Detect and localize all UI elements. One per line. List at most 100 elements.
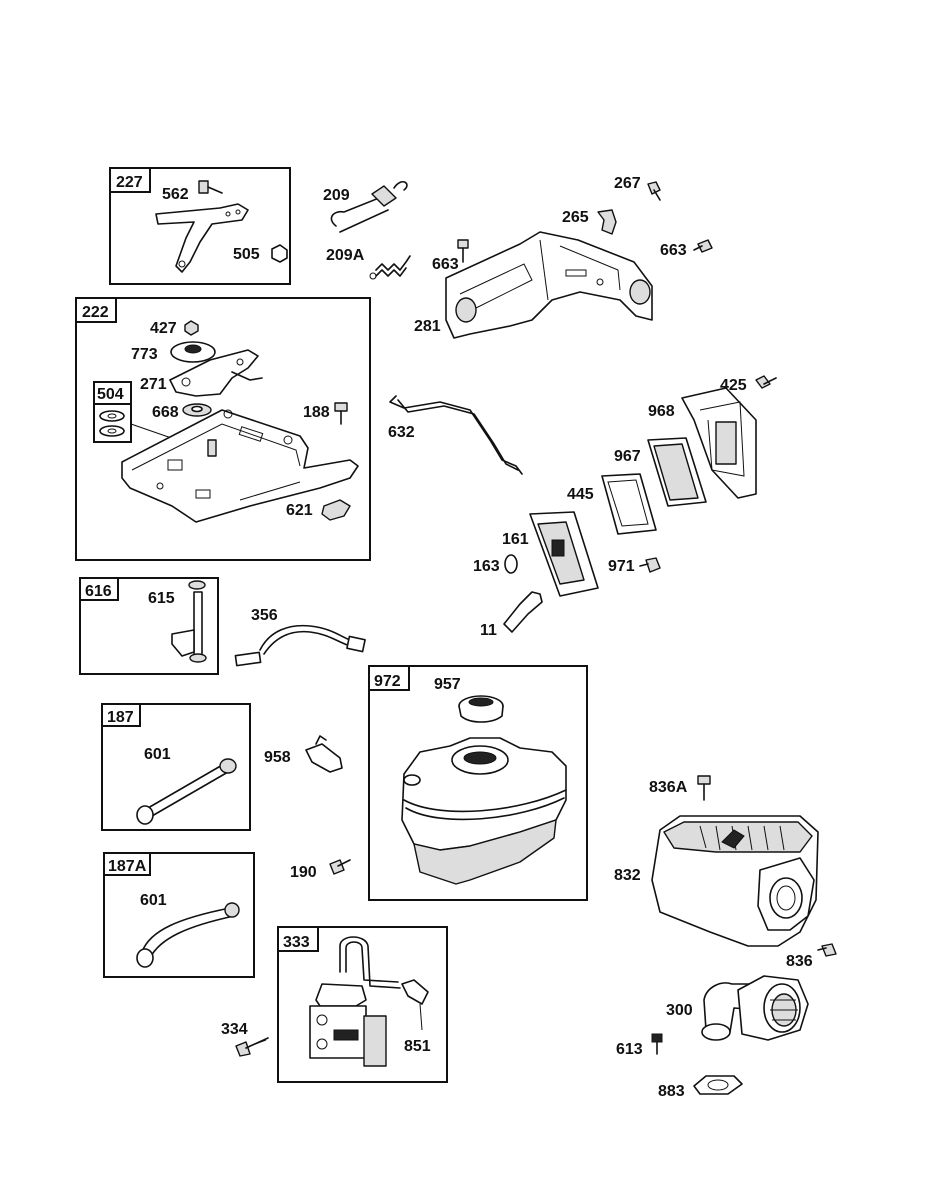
group-187A-tag xyxy=(103,852,151,876)
part-663-label-a: 663 xyxy=(432,256,459,273)
group-333-tag xyxy=(277,926,319,952)
part-271-label: 271 xyxy=(140,376,167,393)
part-445-precleaner xyxy=(601,473,657,535)
part-161-label: 161 xyxy=(502,531,529,548)
group-187-label: 187 xyxy=(107,709,134,726)
part-427-label: 427 xyxy=(150,320,177,337)
part-615-washer xyxy=(188,580,206,590)
group-222: 222 427 773 271 668 504 xyxy=(75,297,371,561)
group-333-label: 333 xyxy=(283,934,310,951)
air-cleaner-assembly: 425 968 967 445 161 163 971 xyxy=(473,375,777,639)
part-632-label: 632 xyxy=(388,424,415,441)
part-668-label: 668 xyxy=(152,404,179,421)
part-271-control-bracket xyxy=(169,349,263,397)
part-601-fuel-line-b xyxy=(136,902,240,968)
group-227-tag xyxy=(109,167,151,193)
part-562-screw xyxy=(198,180,223,194)
part-190-label: 190 xyxy=(290,864,317,881)
part-601-fuel-line-a xyxy=(136,758,237,825)
part-188-label: 188 xyxy=(303,404,330,421)
part-616-bracket xyxy=(171,591,207,663)
part-968-cover xyxy=(681,387,757,499)
group-504-washer-bottom xyxy=(99,425,125,437)
part-967-label: 967 xyxy=(614,448,641,465)
part-613-screw: 613 xyxy=(616,1033,663,1058)
part-11-label: 11 xyxy=(480,622,497,639)
part-222-control-plate xyxy=(121,409,359,523)
group-972-box xyxy=(368,665,588,901)
part-832-housing: 832 xyxy=(614,815,819,947)
part-281-label: 281 xyxy=(414,318,441,335)
part-836A-label: 836A xyxy=(649,779,688,796)
part-265-clip xyxy=(597,209,617,235)
group-616-label: 616 xyxy=(85,583,112,600)
part-836-label: 836 xyxy=(786,953,813,970)
part-209-spring: 209 xyxy=(323,180,408,233)
group-333: 333 851 xyxy=(277,926,448,1083)
part-971-screw xyxy=(639,557,661,573)
part-188-screw xyxy=(334,402,348,425)
part-161-base xyxy=(529,511,599,597)
part-972-fuel-tank xyxy=(401,737,567,885)
group-187: 187 601 xyxy=(101,703,251,831)
part-851-spark-plug-boot: 851 xyxy=(401,979,431,1055)
part-883-label: 883 xyxy=(658,1083,685,1100)
part-267-label: 267 xyxy=(614,175,641,192)
part-621-clip xyxy=(321,499,351,521)
part-356-label: 356 xyxy=(251,607,278,624)
part-163-label: 163 xyxy=(473,558,500,575)
part-773-governor-plate xyxy=(170,341,216,363)
group-222-tag xyxy=(75,297,117,323)
part-773-label: 773 xyxy=(131,346,158,363)
part-613-label: 613 xyxy=(616,1041,643,1058)
part-11-breather-tube xyxy=(503,591,543,633)
part-425-screw xyxy=(755,375,777,389)
group-616: 616 615 xyxy=(79,577,219,675)
group-187-box xyxy=(101,703,251,831)
part-209A-spring: 209A xyxy=(326,247,411,280)
part-971-label: 971 xyxy=(608,558,635,575)
part-832-label: 832 xyxy=(614,867,641,884)
group-504-washer-top xyxy=(99,410,125,422)
group-504-label: 504 xyxy=(97,386,124,403)
part-427-nut xyxy=(184,320,199,336)
part-505-label: 505 xyxy=(233,246,260,263)
part-227-lever xyxy=(155,203,249,273)
group-504-washer-bottom-hole xyxy=(107,428,117,434)
group-187A: 187A 601 xyxy=(103,852,255,978)
part-957-fuel-cap xyxy=(458,695,504,723)
part-281-air-guide: 267 265 663 663 281 xyxy=(414,175,713,339)
part-663-screw-b xyxy=(693,239,713,253)
group-227-label: 227 xyxy=(116,174,143,191)
part-356-wire: 356 xyxy=(234,607,366,667)
part-209A-label: 209A xyxy=(326,247,365,264)
part-163-gasket xyxy=(504,554,518,574)
part-968-label: 968 xyxy=(648,403,675,420)
part-621-label: 621 xyxy=(286,502,313,519)
group-504-washer-top-hole xyxy=(107,413,117,419)
group-972: 972 957 xyxy=(368,665,588,901)
part-663-screw-a xyxy=(457,239,469,263)
group-187A-label: 187A xyxy=(108,858,147,875)
group-187A-box xyxy=(103,852,255,978)
part-333-armature xyxy=(309,936,401,1067)
part-615-label: 615 xyxy=(148,590,175,607)
part-300-label: 300 xyxy=(666,1002,693,1019)
part-265-label: 265 xyxy=(562,209,589,226)
group-333-box xyxy=(277,926,448,1083)
part-209-label: 209 xyxy=(323,187,350,204)
group-972-label: 972 xyxy=(374,673,401,690)
group-616-tag xyxy=(79,577,119,601)
part-601-label-a: 601 xyxy=(144,746,171,763)
part-562-label: 562 xyxy=(162,186,189,203)
part-505-nut xyxy=(271,244,288,263)
part-445-label: 445 xyxy=(567,486,594,503)
part-883-gasket: 883 xyxy=(658,1075,743,1100)
group-187-tag xyxy=(101,703,141,727)
group-504-tag xyxy=(93,381,132,405)
part-957-label: 957 xyxy=(434,676,461,693)
part-851-label: 851 xyxy=(404,1038,431,1055)
group-222-label: 222 xyxy=(82,304,109,321)
part-958-label: 958 xyxy=(264,749,291,766)
group-222-box xyxy=(75,297,371,561)
